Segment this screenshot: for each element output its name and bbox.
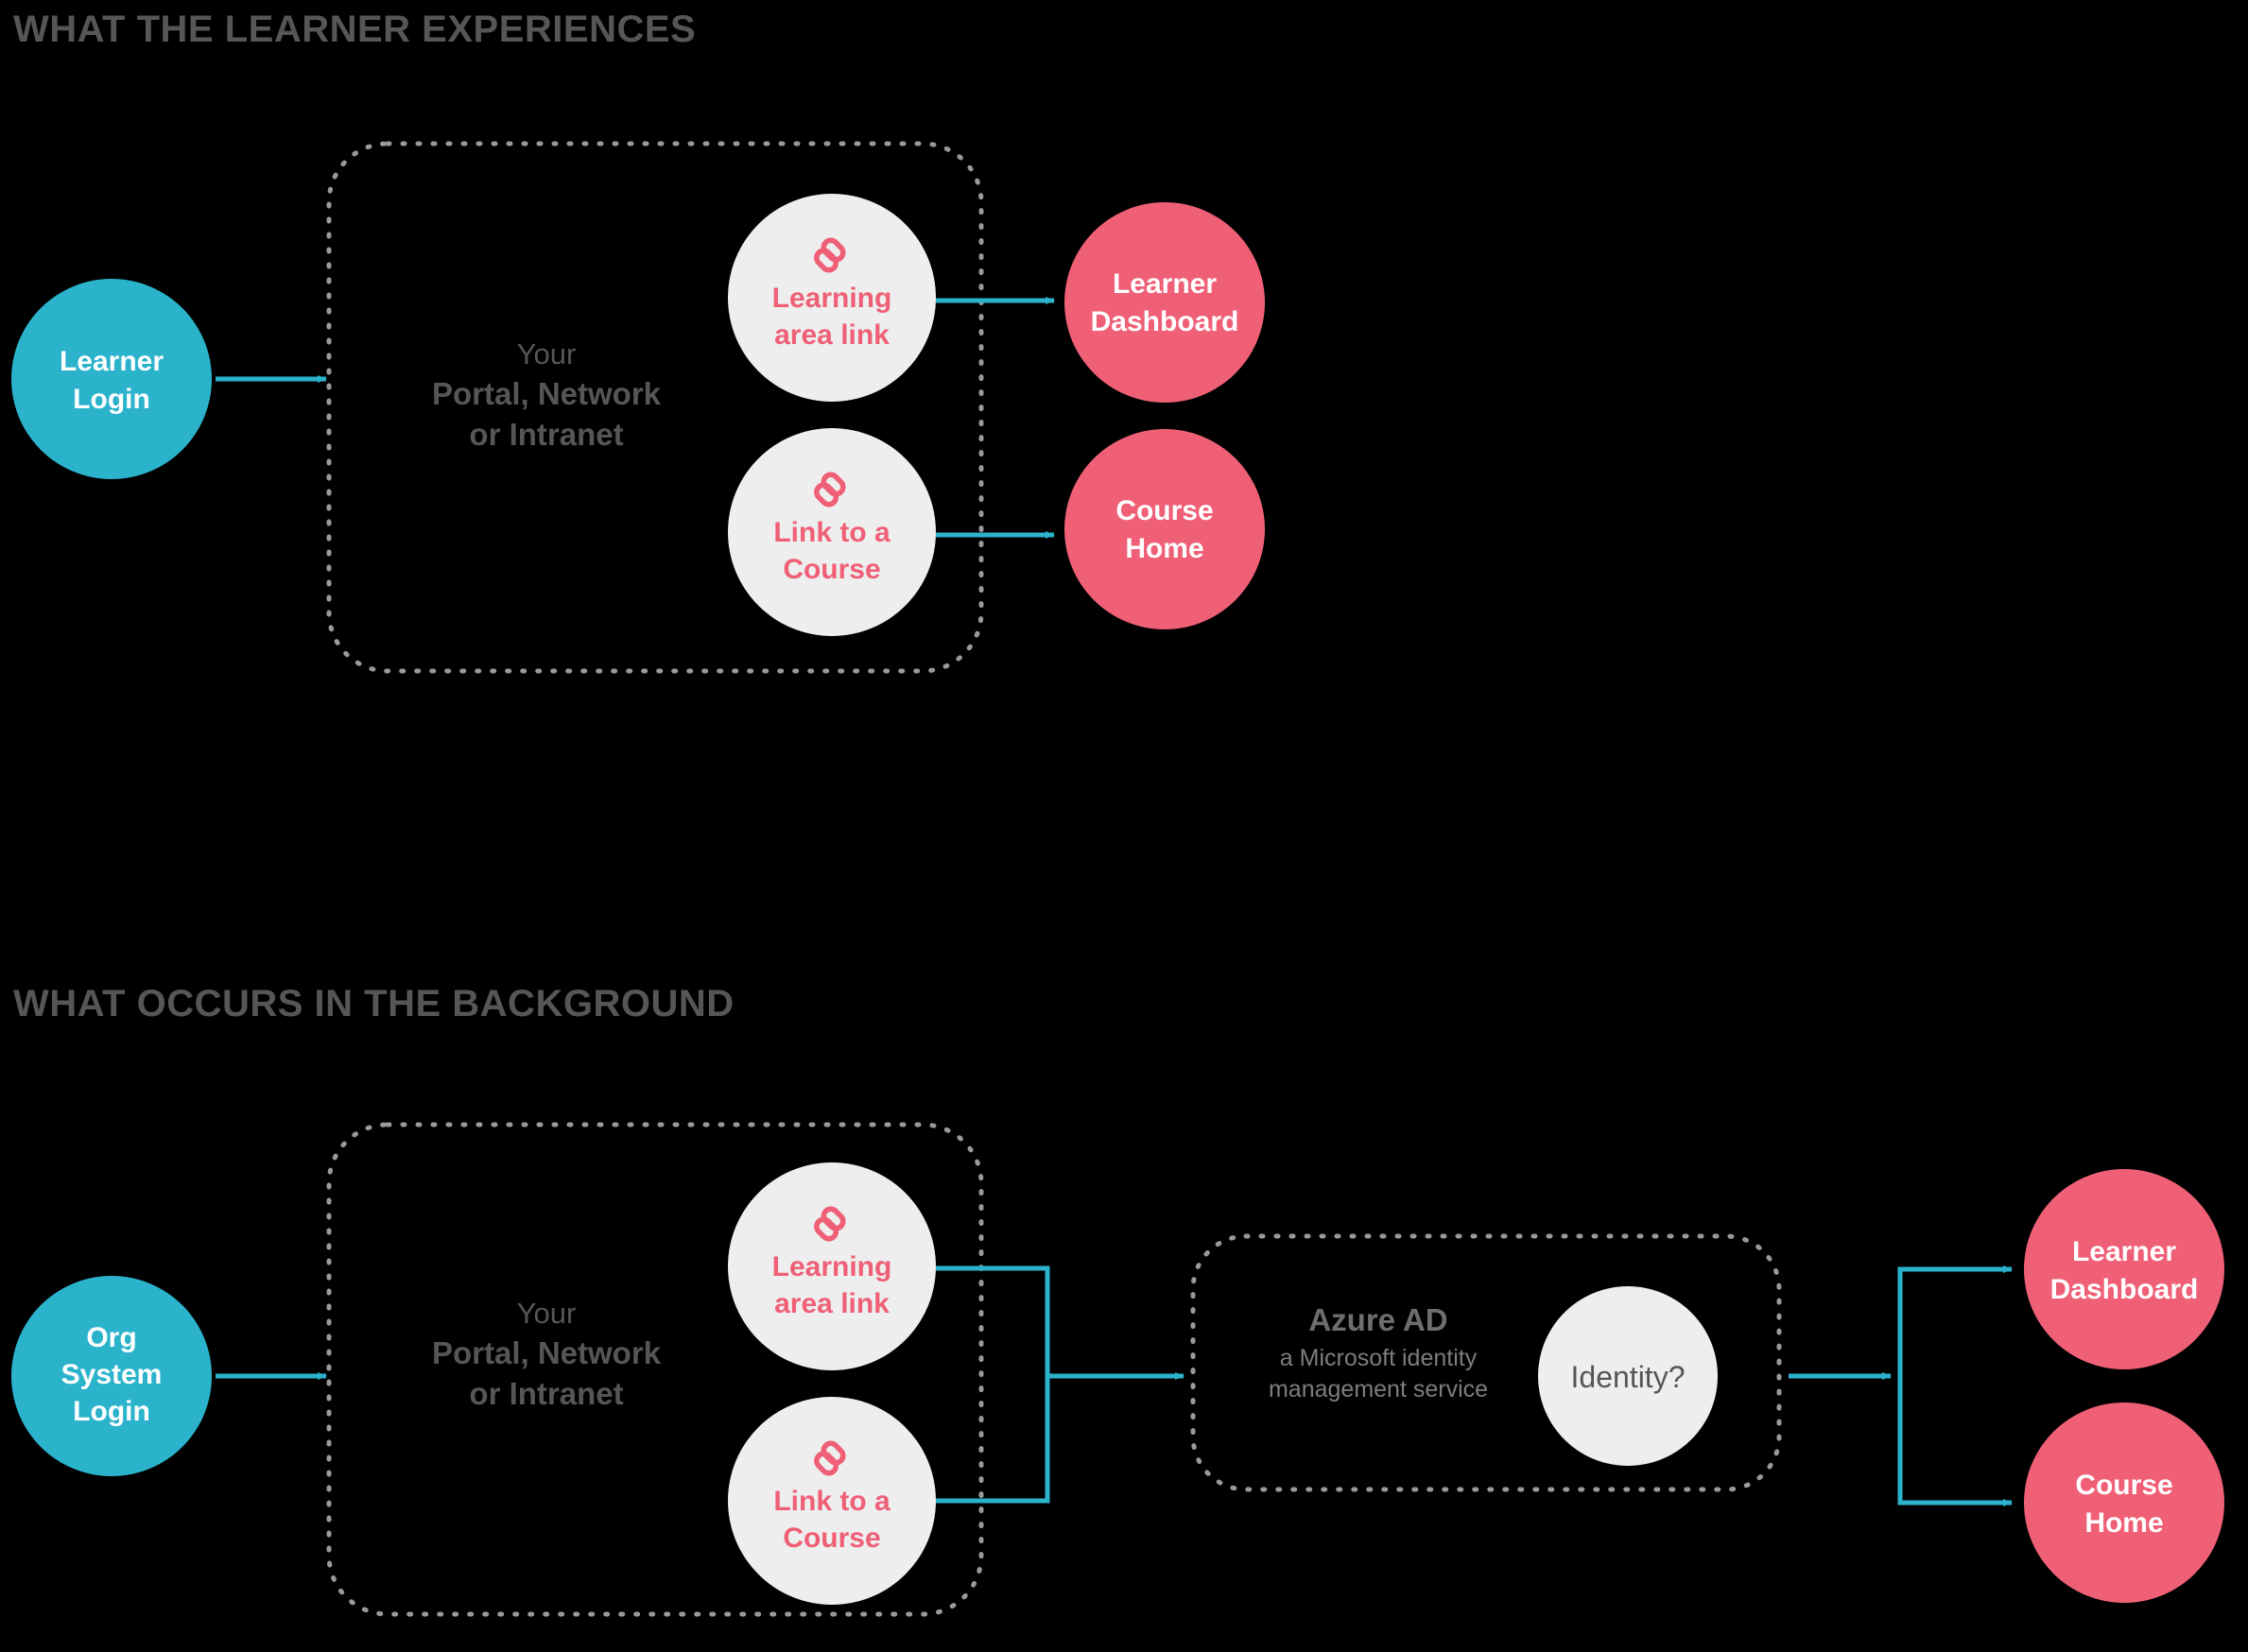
portal-box-2-text: Your Portal, Network or Intranet — [432, 1297, 662, 1411]
node-label-line-2: Dashboard — [1091, 306, 1239, 337]
azure-ad-box — [1190, 1233, 1782, 1492]
node-identity[interactable]: Identity? — [1538, 1286, 1718, 1466]
node-label-line-2: area link — [774, 319, 890, 351]
node-identity-label: Identity? — [1571, 1360, 1686, 1394]
node-learner-login[interactable]: Learner Login — [11, 279, 212, 479]
section-title-learner-experience: WHAT THE LEARNER EXPERIENCES — [13, 9, 696, 50]
node-label-line-2: area link — [774, 1288, 890, 1319]
portal-box-2 — [326, 1122, 984, 1617]
node-label-line-1: Learner — [1113, 268, 1217, 300]
node-circle — [11, 1276, 212, 1476]
portal-text-line-3: or Intranet — [469, 417, 623, 452]
node-circle — [1064, 202, 1265, 403]
node-label-line-2: Home — [2084, 1507, 2163, 1539]
node-link-to-course-2[interactable]: Link to a Course — [728, 1397, 936, 1605]
portal-box-1 — [326, 141, 984, 674]
portal-text-line-2: Portal, Network — [432, 1335, 662, 1370]
node-learning-area-link-1[interactable]: Learning area link — [728, 194, 936, 402]
node-label-line-1: Learner — [2072, 1236, 2176, 1267]
node-label-line-3: Login — [73, 1396, 150, 1427]
node-label-line-2: System — [61, 1359, 163, 1390]
node-learner-dashboard-2[interactable]: Learner Dashboard — [2024, 1169, 2224, 1369]
azure-ad-desc-line-2: management service — [1269, 1376, 1488, 1402]
node-org-system-login[interactable]: Org System Login — [11, 1276, 212, 1476]
node-link-to-course-1[interactable]: Link to a Course — [728, 428, 936, 636]
node-label-line-2: Login — [73, 384, 150, 415]
node-label-line-1: Course — [2075, 1470, 2172, 1501]
portal-box-1-text: Your Portal, Network or Intranet — [432, 337, 662, 452]
node-circle — [1538, 1286, 1718, 1466]
node-circle — [728, 428, 936, 636]
azure-ad-desc-line-1: a Microsoft identity — [1280, 1345, 1478, 1371]
node-label-line-1: Link to a — [773, 1486, 891, 1517]
node-course-home-2[interactable]: Course Home — [2024, 1402, 2224, 1603]
node-learning-area-link-2[interactable]: Learning area link — [728, 1162, 936, 1370]
node-course-home-1[interactable]: Course Home — [1064, 429, 1265, 629]
portal-text-line-1: Your — [517, 337, 577, 370]
node-circle — [728, 194, 936, 402]
node-label-line-2: Course — [783, 554, 880, 585]
portal-text-line-2: Portal, Network — [432, 376, 662, 411]
node-label-line-1: Learning — [772, 1251, 892, 1282]
node-label-line-2: Home — [1125, 533, 1203, 564]
node-circle — [2024, 1402, 2224, 1603]
azure-ad-text: Azure AD a Microsoft identity management… — [1269, 1302, 1488, 1402]
node-circle — [11, 279, 212, 479]
node-learner-dashboard-1[interactable]: Learner Dashboard — [1064, 202, 1265, 403]
node-label-line-2: Course — [783, 1523, 880, 1554]
section-title-background-process: WHAT OCCURS IN THE BACKGROUND — [13, 983, 735, 1024]
node-label-line-1: Course — [1115, 495, 1213, 526]
node-label-line-1: Learning — [772, 283, 892, 314]
connector-split — [1897, 1266, 1903, 1506]
connector-links-merge — [936, 1265, 1050, 1504]
node-label-line-1: Learner — [60, 346, 164, 377]
node-circle — [2024, 1169, 2224, 1369]
node-label-line-2: Dashboard — [2050, 1274, 2199, 1305]
node-circle — [728, 1397, 936, 1605]
node-label-line-1: Link to a — [773, 517, 891, 548]
azure-ad-title: Azure AD — [1308, 1302, 1447, 1337]
node-circle — [728, 1162, 936, 1370]
portal-text-line-1: Your — [517, 1297, 577, 1330]
node-label-line-1: Org — [86, 1322, 136, 1353]
node-circle — [1064, 429, 1265, 629]
portal-text-line-3: or Intranet — [469, 1376, 623, 1411]
